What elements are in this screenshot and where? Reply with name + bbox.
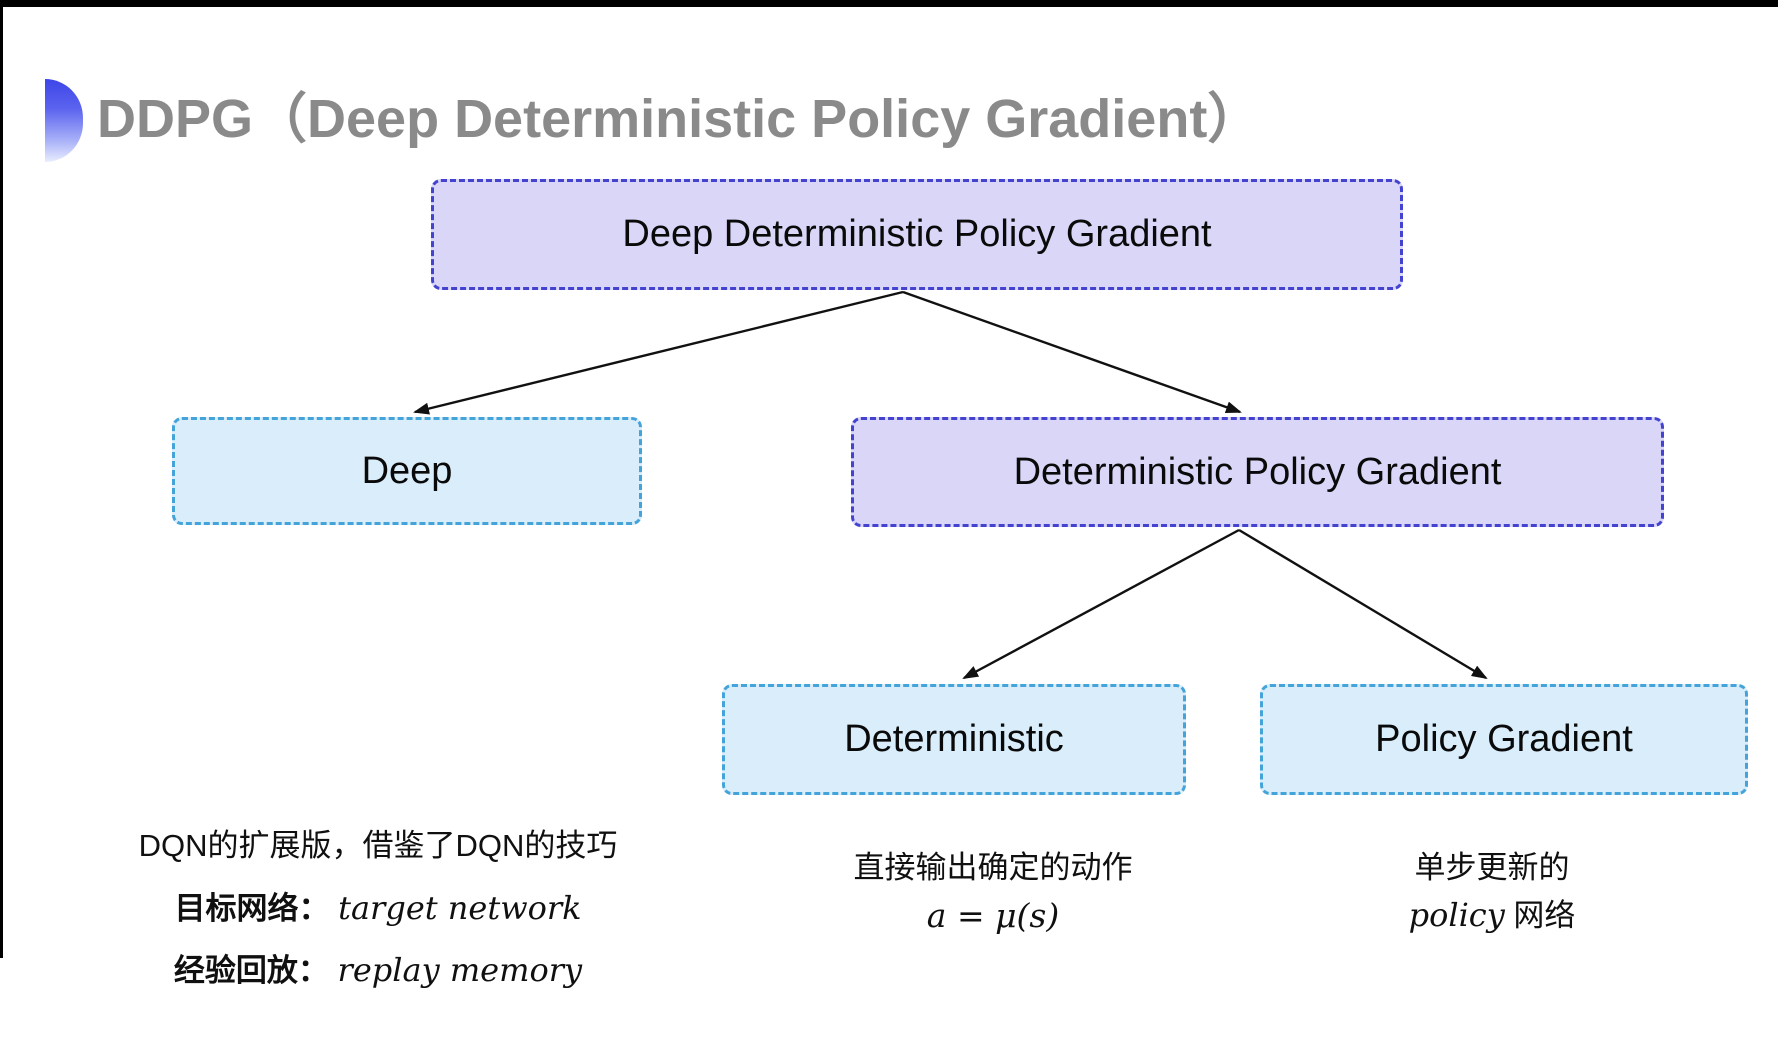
node-deterministic: Deterministic	[722, 684, 1186, 795]
note-policy-gradient-line1: 单步更新的	[1414, 850, 1570, 885]
arrow-dpg-to-policy-gradient	[1238, 528, 1488, 680]
note-deep-replay-memory: 经验回放： replay memory	[118, 952, 638, 989]
target-network-term: target network	[338, 888, 582, 927]
node-deep: Deep	[172, 417, 642, 525]
node-label: Deterministic Policy Gradient	[1013, 450, 1502, 493]
note-deep-line1: DQN的扩展版，借鉴了DQN的技巧	[138, 828, 618, 863]
node-deep-deterministic-policy-gradient: Deep Deterministic Policy Gradient	[431, 179, 1403, 290]
replay-memory-term: replay memory	[337, 951, 583, 990]
window-top-border	[0, 0, 1778, 7]
node-label: Policy Gradient	[1375, 718, 1633, 760]
node-label: Deep Deterministic Policy Gradient	[622, 213, 1212, 255]
title-bullet-icon	[45, 79, 83, 162]
note-deep-target-network: 目标网络： target network	[118, 888, 638, 927]
policy-term: policy	[1408, 895, 1505, 934]
arrow-root-to-deep	[413, 290, 904, 415]
note-deterministic-formula: a = μ(s)	[926, 895, 1060, 935]
node-deterministic-policy-gradient: Deterministic Policy Gradient	[851, 417, 1664, 527]
target-network-label: 目标网络：	[174, 890, 330, 926]
window-left-border	[0, 0, 3, 958]
arrow-dpg-to-deterministic	[962, 528, 1240, 680]
node-policy-gradient: Policy Gradient	[1260, 684, 1748, 795]
note-policy-gradient-line2: policy 网络	[1264, 896, 1720, 934]
arrow-root-to-dpg	[902, 290, 1242, 414]
network-word: 网络	[1504, 897, 1576, 933]
note-block-policy-gradient: 单步更新的 policy 网络	[1264, 850, 1720, 934]
page-title: DDPG（Deep Deterministic Policy Gradient）	[97, 89, 1262, 149]
node-label: Deep	[361, 449, 453, 492]
note-block-deep: DQN的扩展版，借鉴了DQN的技巧 目标网络： target network 经…	[118, 828, 638, 989]
replay-memory-label: 经验回放：	[173, 953, 329, 989]
node-label: Deterministic	[844, 718, 1064, 760]
note-block-deterministic: 直接输出确定的动作 a = μ(s)	[765, 850, 1221, 935]
note-deterministic-line1: 直接输出确定的动作	[853, 850, 1133, 885]
